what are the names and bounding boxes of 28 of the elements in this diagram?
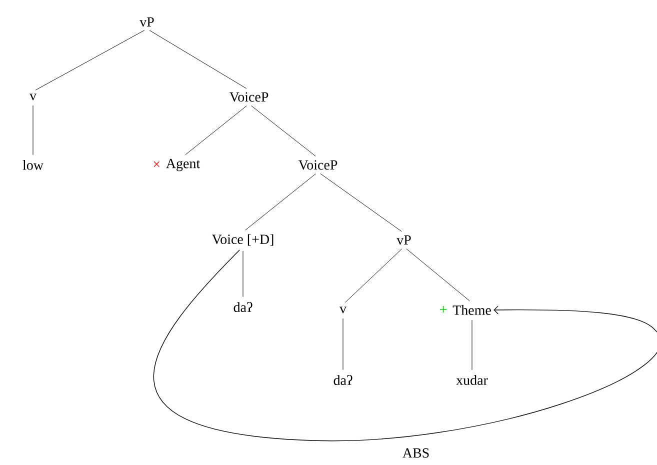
cross-mark: × [154,161,160,167]
curved-arrow [153,250,657,442]
plus-mark: + [440,306,446,313]
tree-label: VoiceP [298,160,338,170]
tree-label: vP [140,17,154,27]
tree-label: vP [396,235,411,245]
branch-line [342,318,344,370]
branch-line [245,174,316,230]
tree-label: xudar [456,375,488,385]
tree-label: v [340,306,346,314]
tree-label: daʔ [234,302,252,312]
tree-label: v [30,94,37,100]
branch-line [35,30,145,90]
tree-label: Agent [166,158,200,172]
branch-line [242,250,244,298]
branch-line [406,248,470,302]
branch-line [149,30,247,89]
edge-label: ABS [401,447,431,459]
branch-line [344,248,402,303]
branch-line [320,173,402,232]
branch-line [251,106,316,156]
tree-label: VoiceP [229,92,268,102]
branch-line [32,105,34,156]
tree-label: Voice [+D] [212,234,274,246]
tree-label: daʔ [334,374,352,386]
tree-label: low [22,160,44,170]
tree-label: Theme [452,305,491,315]
branch-line [185,106,247,156]
